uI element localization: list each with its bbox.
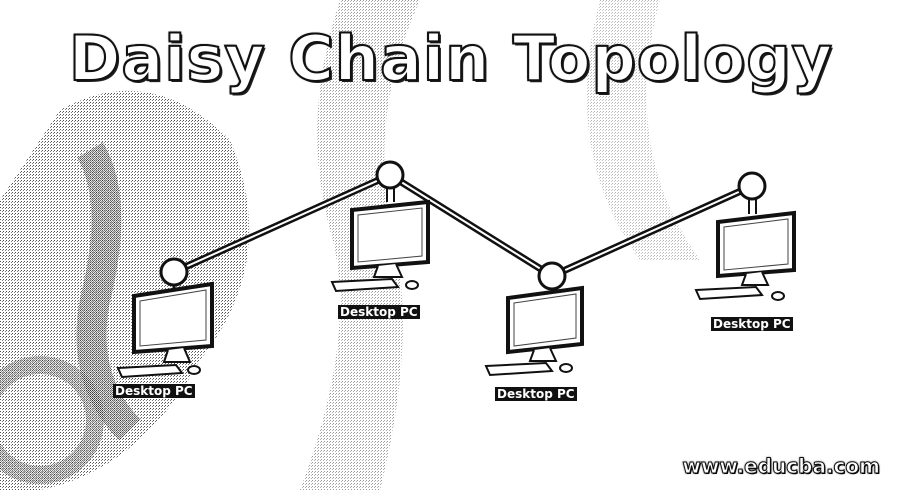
mouse-icon [187,365,201,375]
keyboard-icon [116,363,184,379]
node-connector-2 [375,160,405,190]
watermark-url: www.educba.com [682,454,881,479]
monitor-screen [139,289,207,347]
node-connector-1 [159,257,189,287]
pc-label-4: Desktop PC [711,317,793,331]
mouse-icon [771,291,785,301]
monitor-screen [723,218,789,271]
monitor-stand [528,347,558,362]
monitor-screen [357,207,423,263]
keyboard-icon [484,361,554,377]
mouse-icon [559,363,573,373]
desktop-pc-3 [484,261,584,377]
monitor-stand [740,271,770,286]
link-3-4-highlight [551,185,753,277]
link-2-3-highlight [389,174,553,277]
daisy-chain-links [172,171,754,280]
desktop-pc-4 [694,171,796,301]
desktop-pc-1 [116,257,214,379]
monitor-screen [513,293,577,347]
pc-label-1: Desktop PC [113,384,195,398]
pc-label-2: Desktop PC [338,305,420,319]
desktop-pc-2 [330,160,430,293]
monitor-stand [372,263,404,278]
page-title: Daisy Chain Topology [68,22,834,95]
pc-label-3: Desktop PC [495,387,577,401]
node-connector-3 [537,261,567,291]
keyboard-icon [694,285,764,301]
keyboard-icon [330,277,400,293]
monitor-stand [162,347,192,363]
link-1-2-highlight [173,174,391,273]
mouse-icon [405,280,419,290]
node-connector-4 [737,171,767,201]
